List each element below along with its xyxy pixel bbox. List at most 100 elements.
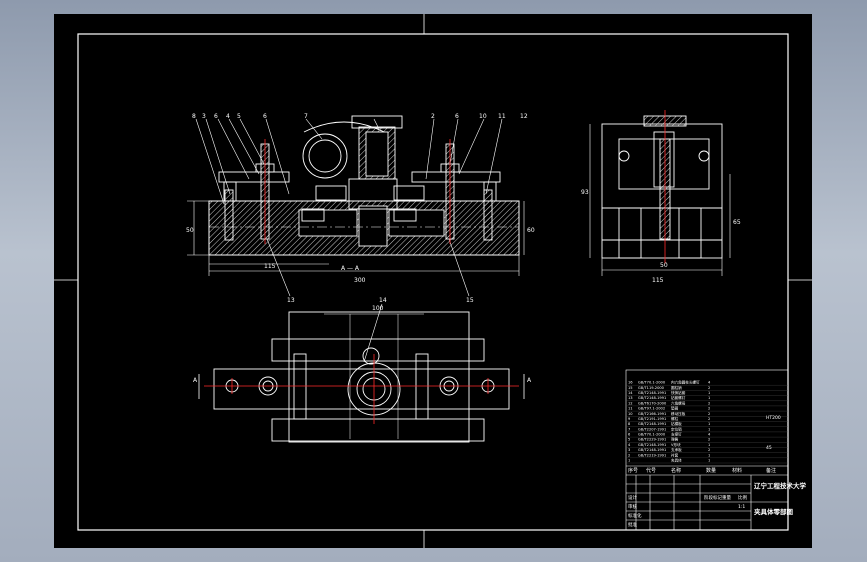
bom-header-name: 名称 <box>671 467 681 474</box>
bom-cell-desc: GB/T2207-1991 <box>638 427 666 431</box>
balloon-5: 5 <box>237 113 241 120</box>
scale-label: 比例 <box>738 494 747 501</box>
bom-cell-desc: GB/T2166-1991 <box>638 412 666 416</box>
bom-header-mat: 材料 <box>732 467 742 474</box>
bom-header-no: 序号 <box>628 467 638 474</box>
bom-cell-no: 8 <box>628 422 631 426</box>
bom-cell-no: 10 <box>628 412 633 416</box>
bom-cell-qty: 1 <box>708 443 710 447</box>
sign-std: 标准化 <box>628 512 642 519</box>
section-mark-left: A <box>193 377 198 384</box>
dim-front-right: 60 <box>527 227 535 234</box>
bom-cell-name: 钻套螺钉 <box>671 395 686 400</box>
bom-cell-no: 1 <box>628 458 630 462</box>
bom-row: 6 GB/T70.1-2000 支撑钉 4 <box>626 432 788 438</box>
bom-cell-name: 定位销 <box>671 426 682 431</box>
bom-cell-qty: 2 <box>708 438 710 442</box>
bom-cell-qty: 2 <box>708 407 710 411</box>
bom-cell-qty: 1 <box>708 396 710 400</box>
bom-cell-no: 2 <box>628 453 630 457</box>
bom-cell-qty: 1 <box>708 453 710 457</box>
dim-side-bottom: 115 <box>652 277 664 284</box>
school-name: 辽宁工程技术大学 <box>754 481 807 490</box>
title-block <box>625 369 789 531</box>
bom-cell-name: 支撑钉 <box>671 432 682 437</box>
bom-cell-qty: 4 <box>708 381 711 385</box>
bom-cell-name: V形块 <box>671 442 681 447</box>
bom-header-code: 代号 <box>646 467 656 474</box>
drawing-border <box>54 14 812 548</box>
bom-cell-qty: 2 <box>708 412 710 416</box>
balloon-6c: 6 <box>455 113 459 120</box>
scale-value: 1:1 <box>738 504 745 510</box>
bom-cell-desc: GB/T70.1-2000 <box>638 381 666 385</box>
bom-cell-no: 6 <box>628 433 631 437</box>
top-view <box>198 303 525 443</box>
bom-cell-desc: GB/T6170-2000 <box>638 401 667 405</box>
balloon-11: 11 <box>498 113 506 120</box>
balloon-6a: 6 <box>214 113 218 120</box>
balloon-2: 2 <box>431 113 435 120</box>
bom-cell-qty: 1 <box>708 427 710 431</box>
bom-cell-name: 螺柱 <box>671 416 679 421</box>
bom-cell-name: 快换钻套 <box>671 390 686 395</box>
bom-cell-qty: 2 <box>708 448 710 452</box>
bom-cell-qty: 2 <box>708 401 710 405</box>
dim-side-height-left: 93 <box>581 189 589 196</box>
dim-front-left: 50 <box>186 227 194 234</box>
balloon-7: 7 <box>304 113 308 120</box>
bom-row: 10 GB/T2166-1991 移动压板 2 <box>626 411 788 417</box>
balloon-15: 15 <box>466 297 474 304</box>
bom-cell-desc: GB/T2219-1991 <box>638 453 666 457</box>
material-2: 45 <box>766 445 772 451</box>
bom-cell-desc: GB/T2148-1991 <box>638 422 666 426</box>
bom-cell-name: 内六角圆柱头螺钉 <box>671 380 700 385</box>
dim-front-overall: 300 <box>354 277 366 284</box>
balloon-12: 12 <box>520 113 528 120</box>
balloon-3: 3 <box>202 113 206 120</box>
dim-side-height-right: 65 <box>733 219 741 226</box>
bom-cell-desc: GB/T70.1-2000 <box>638 433 666 437</box>
bom-cell-no: 15 <box>628 386 633 390</box>
balloon-13: 13 <box>287 297 295 304</box>
bom-cell-name: 移动压板 <box>671 411 686 416</box>
bom-cell-no: 3 <box>628 448 630 452</box>
bom-cell-qty: 1 <box>708 391 710 395</box>
balloon-14: 14 <box>379 297 387 304</box>
bom-cell-name: 支承板 <box>671 447 682 452</box>
bom-header-note: 备注 <box>766 467 776 474</box>
bom-cell-desc: GB/T2191-1991 <box>638 417 666 421</box>
bom-cell-desc: GB/T119-2000 <box>638 386 665 390</box>
bom-cell-name: 圆柱销 <box>671 385 682 390</box>
dim-side-center: 50 <box>660 262 668 269</box>
bom-cell-name: 六角螺母 <box>671 400 686 405</box>
bom-cell-no: 9 <box>628 417 631 421</box>
cad-drawing: 8 3 6 4 5 6 7 2 6 10 11 12 13 15 A — A 5… <box>54 14 812 548</box>
balloon-10: 10 <box>479 113 487 120</box>
bom-cell-no: 14 <box>628 391 633 395</box>
material-1: HT200 <box>766 415 781 421</box>
balloon-6b: 6 <box>263 113 267 120</box>
balloon-8: 8 <box>192 113 196 120</box>
section-label-a-a: A — A <box>341 265 360 272</box>
side-view <box>589 110 731 276</box>
bom-cell-qty: 4 <box>708 433 711 437</box>
bom-cell-qty: 1 <box>708 422 710 426</box>
weight-label: 重量 <box>722 494 731 501</box>
dim-front-bottom-left: 115 <box>264 263 276 270</box>
bom-cell-no: 5 <box>628 438 630 442</box>
bom-cell-name: 垫圈 <box>671 406 679 411</box>
